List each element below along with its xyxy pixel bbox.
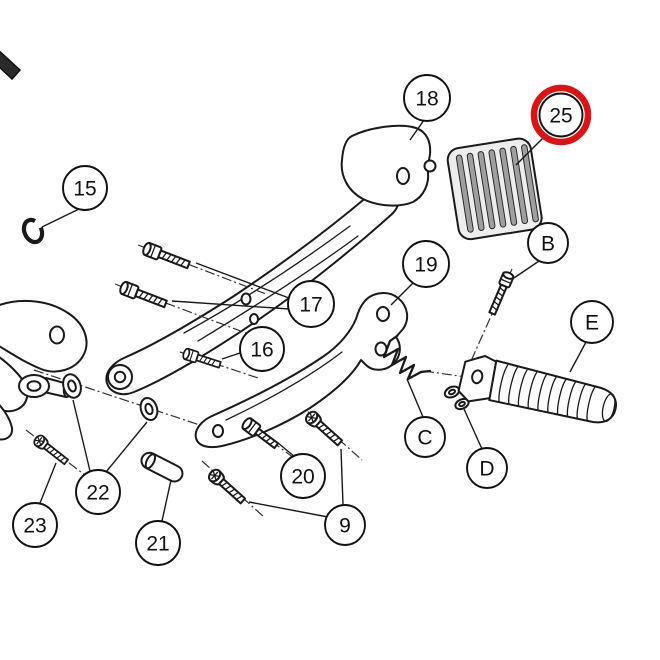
callout-18-label: 18 [415, 88, 438, 111]
callout-18-leader [409, 119, 425, 141]
callout-16[interactable]: 16 [221, 326, 285, 372]
callout-19-leader [390, 282, 414, 306]
callout-22-label: 22 [86, 482, 109, 505]
callout-23-label: 23 [23, 515, 46, 538]
callout-21-label: 21 [146, 533, 169, 556]
callout-22-leader-1 [72, 399, 91, 472]
callout-25-highlight-ring [530, 84, 592, 146]
callout-18-circle [403, 74, 451, 122]
callout-17-label: 17 [299, 294, 322, 317]
callout-9-label: 9 [339, 515, 351, 538]
part-15-retaining-clip [21, 217, 45, 245]
part-20-shoulder-bolt [241, 417, 280, 450]
callout-22-circle [75, 469, 121, 515]
callout-9-leader-1 [340, 448, 344, 506]
callout-15-circle [62, 165, 108, 211]
callout-17-leader-2 [171, 300, 290, 310]
callout-C-circle [404, 416, 446, 458]
callout-25-label: 25 [549, 105, 572, 128]
callout-E-circle [570, 300, 614, 344]
callout-15-leader [41, 208, 80, 228]
callout-17[interactable]: 17 [171, 262, 335, 328]
callout-B-label: B [541, 233, 555, 256]
callout-9-leader-2 [248, 501, 329, 518]
callout-23[interactable]: 23 [12, 462, 58, 548]
callout-25-circle [538, 92, 584, 138]
part-9-screw-lower [207, 468, 247, 505]
callout-16-label: 16 [250, 339, 273, 362]
part-B-pivot-bolt [488, 271, 515, 316]
callout-18[interactable]: 18 [403, 74, 451, 141]
part-21-spacer-pin [140, 451, 184, 483]
callout-21-leader [161, 479, 172, 522]
callout-20-leader [277, 442, 296, 458]
callout-16-leader [221, 352, 241, 360]
callout-22-leader-2 [105, 421, 148, 473]
callout-D-circle [466, 447, 508, 489]
callout-19[interactable]: 19 [390, 240, 450, 306]
callout-21-circle [135, 520, 181, 566]
callout-9[interactable]: 9 [248, 448, 366, 546]
part-16-bolt [182, 347, 222, 369]
callout-20-circle [280, 453, 326, 499]
part-23-screw [33, 434, 69, 466]
callout-20-label: 20 [291, 466, 314, 489]
part-C-return-spring [382, 334, 432, 381]
part-17-bolt-lower [119, 280, 168, 309]
callout-B[interactable]: B [513, 222, 569, 279]
callout-17-circle [287, 280, 335, 328]
callout-C-leader [406, 378, 424, 418]
callout-15[interactable]: 15 [41, 165, 108, 228]
part-18-brake-pedal-lever [105, 124, 437, 396]
callout-20[interactable]: 20 [277, 442, 326, 499]
callout-C[interactable]: C [404, 378, 446, 458]
part-E-footrest [457, 354, 617, 424]
callout-25-leader [515, 133, 548, 166]
callout-17-leader-1 [195, 262, 290, 299]
part-fragment-top-left [0, 50, 22, 81]
part-17-bolt-upper [142, 241, 191, 270]
callout-23-leader [39, 462, 57, 504]
callout-16-circle [239, 326, 285, 372]
callout-19-circle [402, 240, 450, 288]
callout-21[interactable]: 21 [135, 479, 181, 566]
callout-15-label: 15 [73, 178, 96, 201]
callout-D[interactable]: D [463, 408, 508, 489]
callout-9-circle [324, 504, 366, 546]
callout-E-leader [569, 341, 587, 373]
part-22-washer-left [62, 373, 82, 399]
callout-25[interactable]: 25 [515, 84, 592, 166]
callout-C-label: C [417, 427, 432, 450]
part-D-washers [443, 385, 470, 411]
part-22-washer-right [139, 396, 159, 422]
callout-E-label: E [585, 312, 599, 335]
callout-D-leader [463, 408, 483, 450]
callout-D-label: D [479, 458, 494, 481]
callout-23-circle [12, 502, 58, 548]
callout-B-circle [527, 222, 569, 264]
part-9-screw-upper [304, 410, 344, 447]
callout-19-label: 19 [414, 254, 437, 277]
callout-E[interactable]: E [569, 300, 614, 373]
part-mount-bracket [0, 299, 88, 441]
callout-B-leader [513, 260, 540, 279]
callout-22[interactable]: 22 [72, 399, 148, 515]
